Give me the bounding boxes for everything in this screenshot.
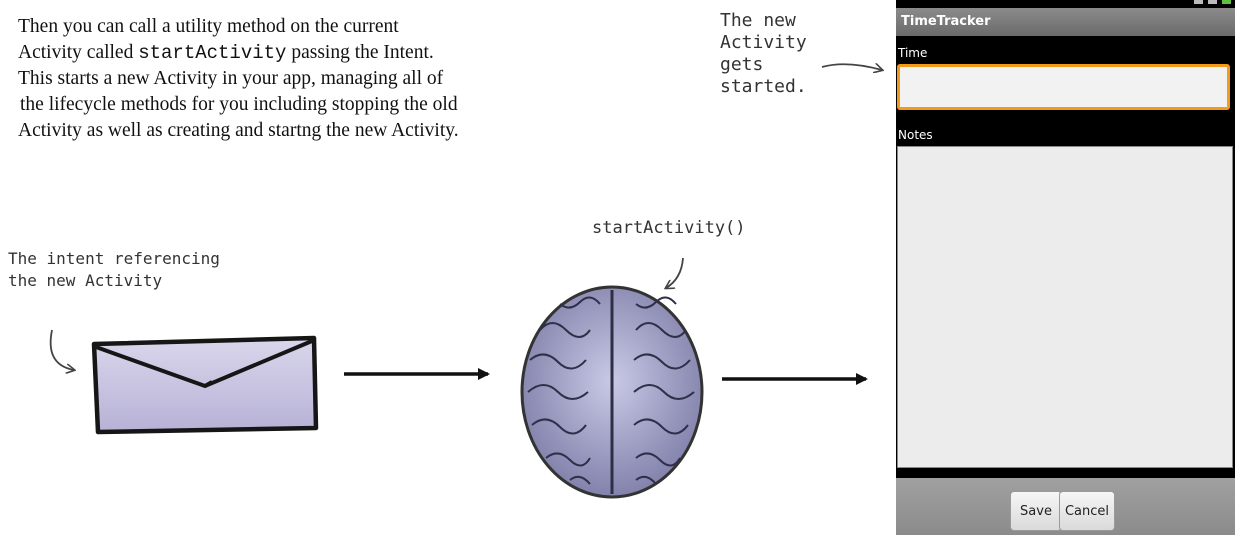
- code-start-activity: startActivity: [138, 42, 287, 64]
- cancel-button[interactable]: Cancel: [1059, 491, 1115, 531]
- pointer-arrow-icon: [666, 257, 684, 288]
- wifi-icon: [1194, 0, 1203, 4]
- save-button[interactable]: Save: [1010, 491, 1062, 531]
- button-bar: Save Cancel: [896, 478, 1235, 535]
- notes-input[interactable]: [897, 146, 1233, 468]
- phone-screen: TimeTracker Time Notes Save Cancel: [896, 0, 1235, 535]
- notes-label: Notes: [898, 128, 933, 142]
- annotation-line: Activity: [720, 32, 807, 53]
- annotation-new-activity: The new Activity gets started.: [720, 10, 807, 98]
- paragraph-line: Then you can call a utility method on th…: [18, 16, 399, 37]
- annotation-line: The intent referencing: [8, 249, 220, 268]
- annotation-line: The new: [720, 10, 796, 31]
- paragraph-line: This starts a new Activity in your app, …: [18, 68, 444, 89]
- body-paragraph: Then you can call a utility method on th…: [18, 14, 658, 144]
- status-icons: [1194, 0, 1231, 4]
- signal-icon: [1208, 0, 1217, 4]
- paragraph-line: Activity called startActivity passing th…: [18, 40, 658, 66]
- annotation-intent: The intent referencing the new Activity: [8, 248, 220, 292]
- battery-icon: [1222, 0, 1231, 4]
- time-input[interactable]: [897, 64, 1230, 110]
- app-title-bar: TimeTracker: [896, 8, 1235, 36]
- annotation-line: gets: [720, 54, 764, 75]
- annotation-line: the new Activity: [8, 271, 163, 290]
- paragraph-line: the lifecycle methods for you including …: [20, 94, 458, 115]
- time-label: Time: [898, 46, 928, 60]
- app-title: TimeTracker: [901, 14, 991, 29]
- annotation-line: started.: [720, 76, 807, 97]
- pointer-arrow-icon: [821, 64, 882, 70]
- status-bar: [896, 0, 1235, 8]
- annotation-start-activity: startActivity(): [592, 218, 746, 238]
- paragraph-text: passing the Intent.: [286, 42, 434, 63]
- envelope-icon: [91, 335, 319, 435]
- brain-icon: [520, 285, 704, 499]
- pointer-arrow-icon: [49, 329, 74, 370]
- paragraph-line: Activity as well as creating and startng…: [18, 120, 459, 141]
- paragraph-text: Activity called: [18, 42, 139, 63]
- flow-illustration: [49, 0, 896, 499]
